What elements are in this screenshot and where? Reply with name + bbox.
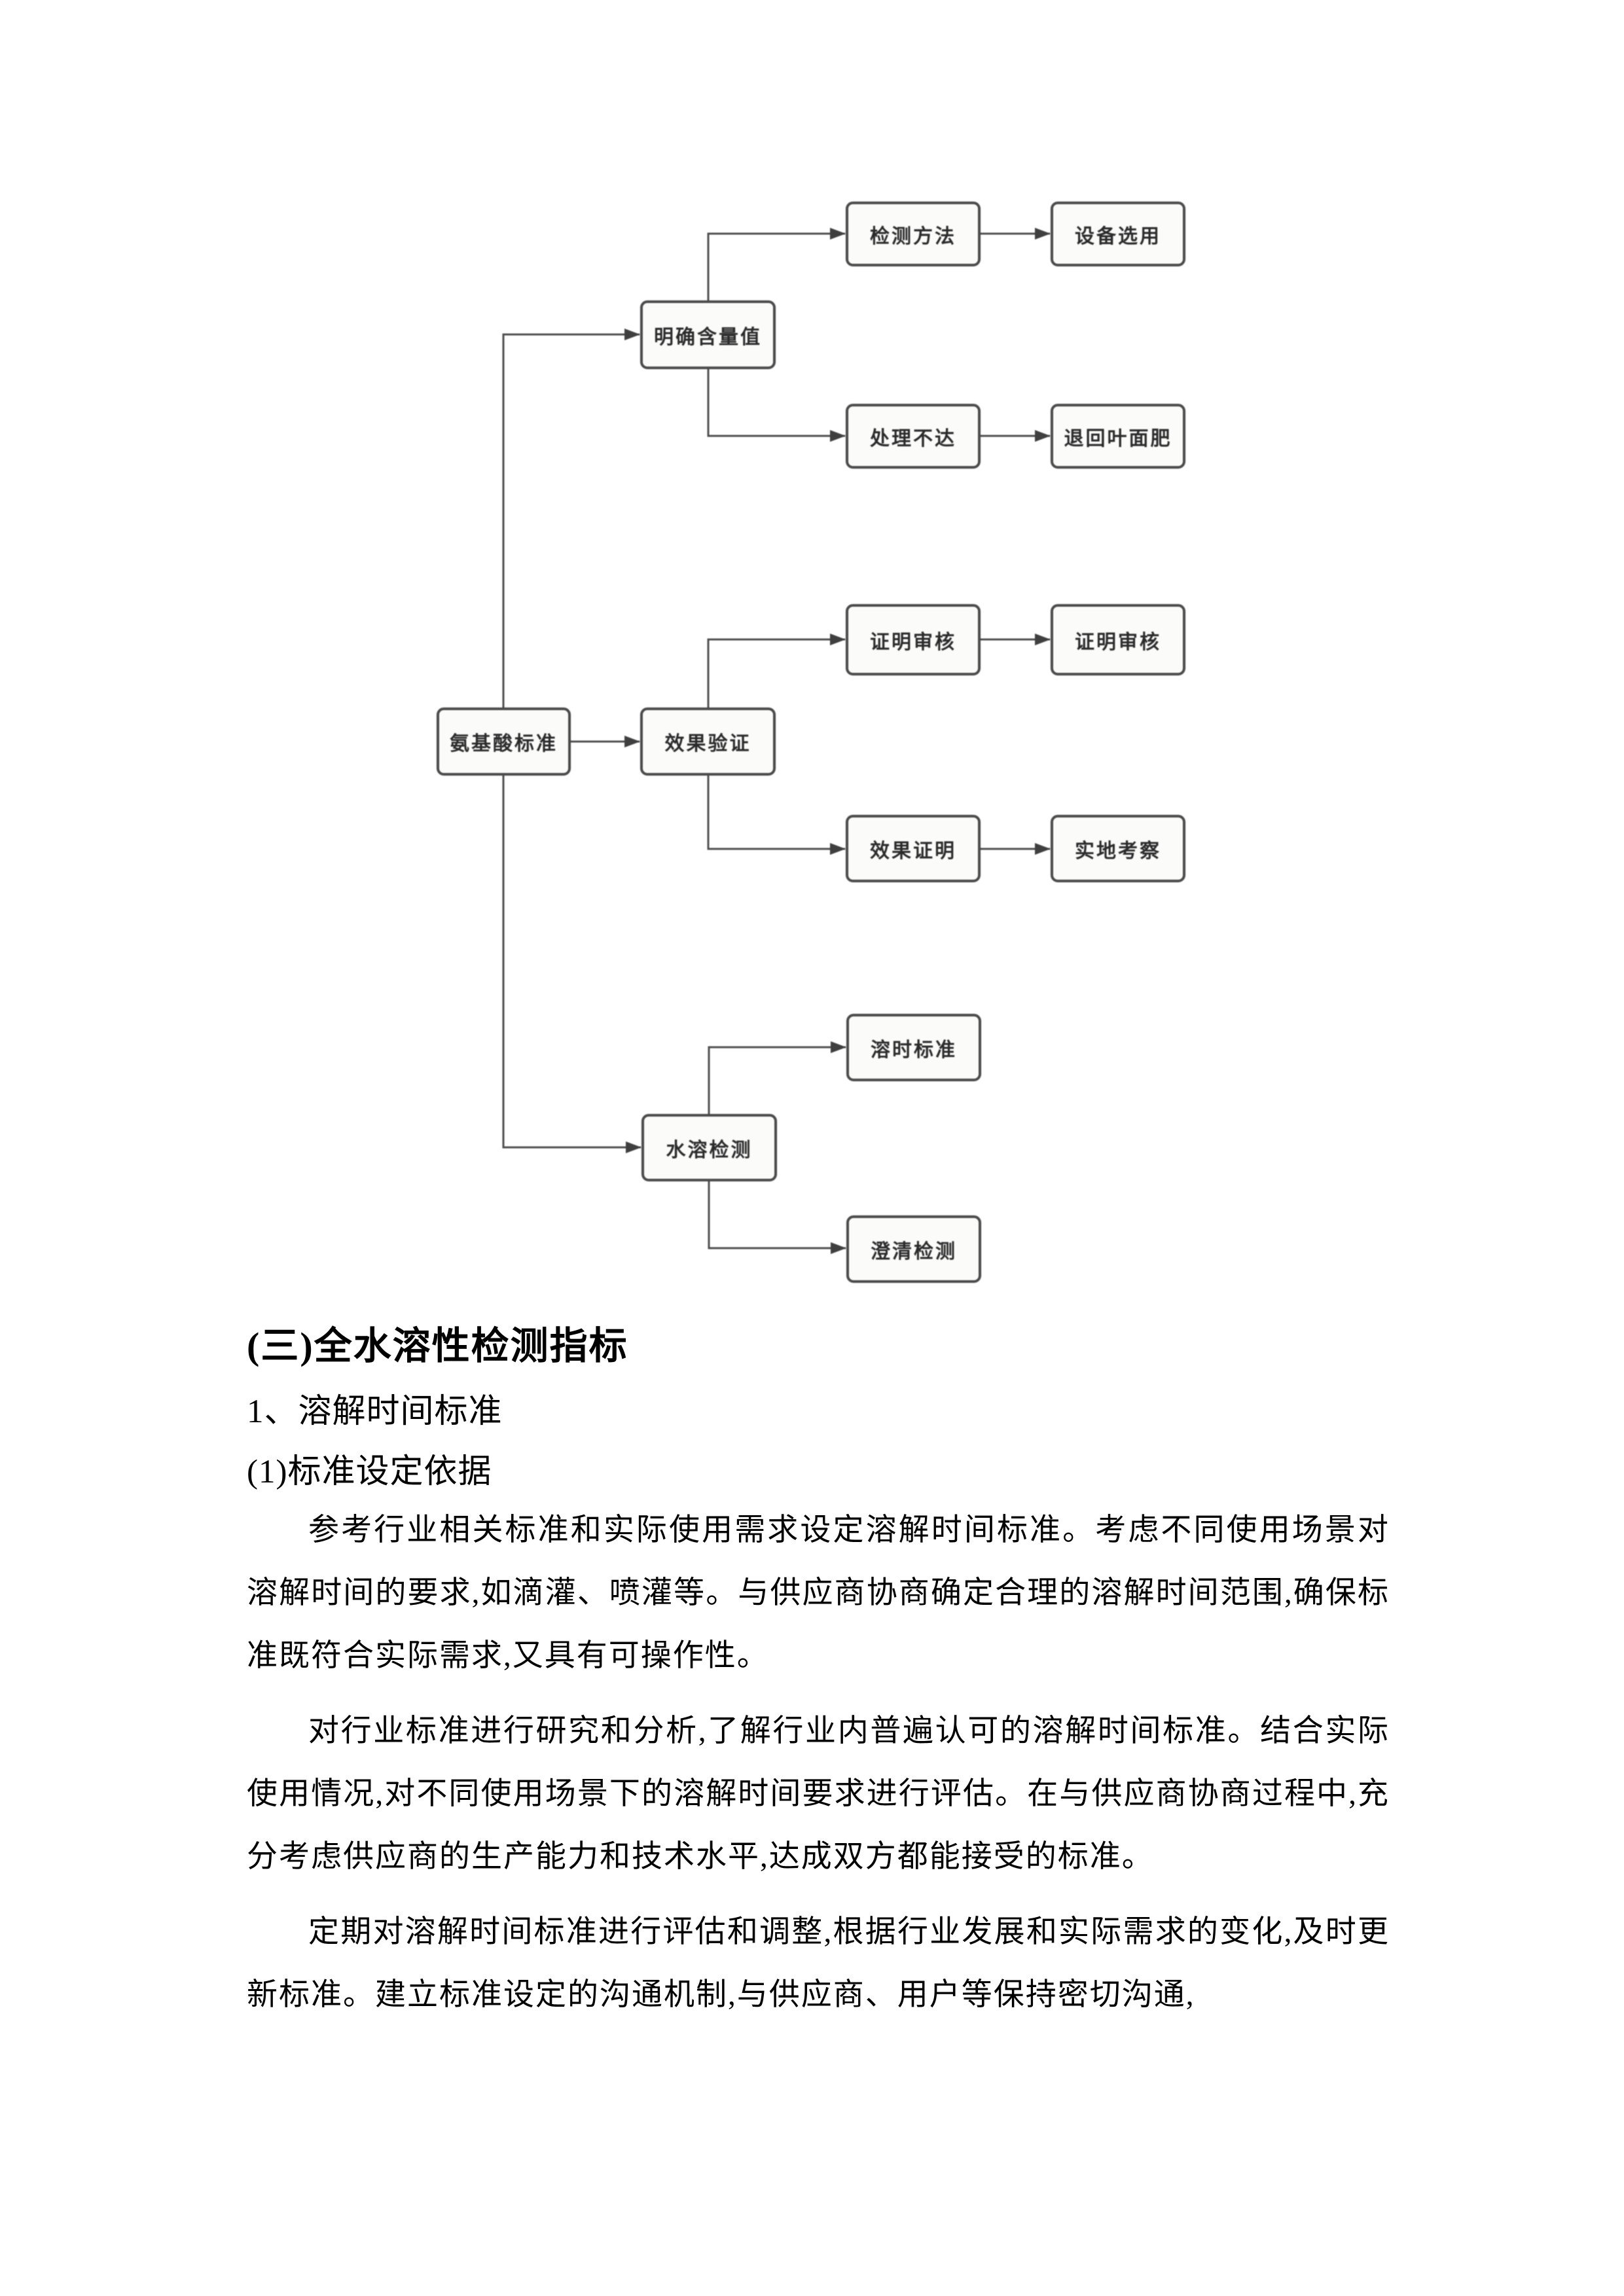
flowchart-node-return-foliar-fertilizer: 退回叶面肥	[1051, 404, 1185, 469]
flowchart-node-dissolution-time-standard: 溶时标准	[846, 1014, 981, 1081]
flowchart-node-clarity-test: 澄清检测	[846, 1215, 981, 1283]
section-heading: (三)全水溶性检测指标	[247, 1325, 628, 1367]
body-text: 参考行业相关标准和实际使用需求设定溶解时间标准。考虑不同使用场景对溶解时间的要求…	[247, 1499, 1390, 2039]
flowchart-node-test-method: 检测方法	[846, 202, 981, 266]
body-paragraph: 参考行业相关标准和实际使用需求设定溶解时间标准。考虑不同使用场景对溶解时间的要求…	[247, 1513, 1390, 1673]
flowchart-node-amino-acid-standard: 氨基酸标准	[437, 708, 571, 776]
subheading-standard-setting-basis: (1)标准设定依据	[247, 1454, 492, 1490]
flowchart-node-handle-substandard: 处理不达	[846, 404, 981, 469]
flowchart-node-effect-verification: 效果验证	[640, 708, 776, 776]
flowchart-node-field-inspection: 实地考察	[1051, 815, 1185, 882]
flowchart-node-effect-proof: 效果证明	[846, 815, 981, 882]
flowchart-node-certificate-review-1: 证明审核	[846, 604, 981, 675]
amino-acid-standard-flowchart: 氨基酸标准 明确含量值 效果验证 水溶检测 检测方法 设备选用 处理不达 退回叶…	[437, 202, 1185, 1283]
flowchart-node-water-solubility-test: 水溶检测	[641, 1114, 777, 1181]
body-paragraph: 对行业标准进行研究和分析,了解行业内普遍认可的溶解时间标准。结合实际使用情况,对…	[247, 1714, 1390, 1874]
subheading-dissolution-time-standard: 1、溶解时间标准	[247, 1393, 503, 1430]
flowchart-node-certificate-review-2: 证明审核	[1051, 604, 1185, 675]
flowchart-node-clarify-content-value: 明确含量值	[640, 300, 776, 369]
flowchart-connectors	[502, 228, 1051, 1254]
flowchart-node-equipment-selection: 设备选用	[1051, 202, 1185, 266]
body-paragraph: 定期对溶解时间标准进行评估和调整,根据行业发展和实际需求的变化,及时更新标准。建…	[247, 1915, 1390, 2012]
